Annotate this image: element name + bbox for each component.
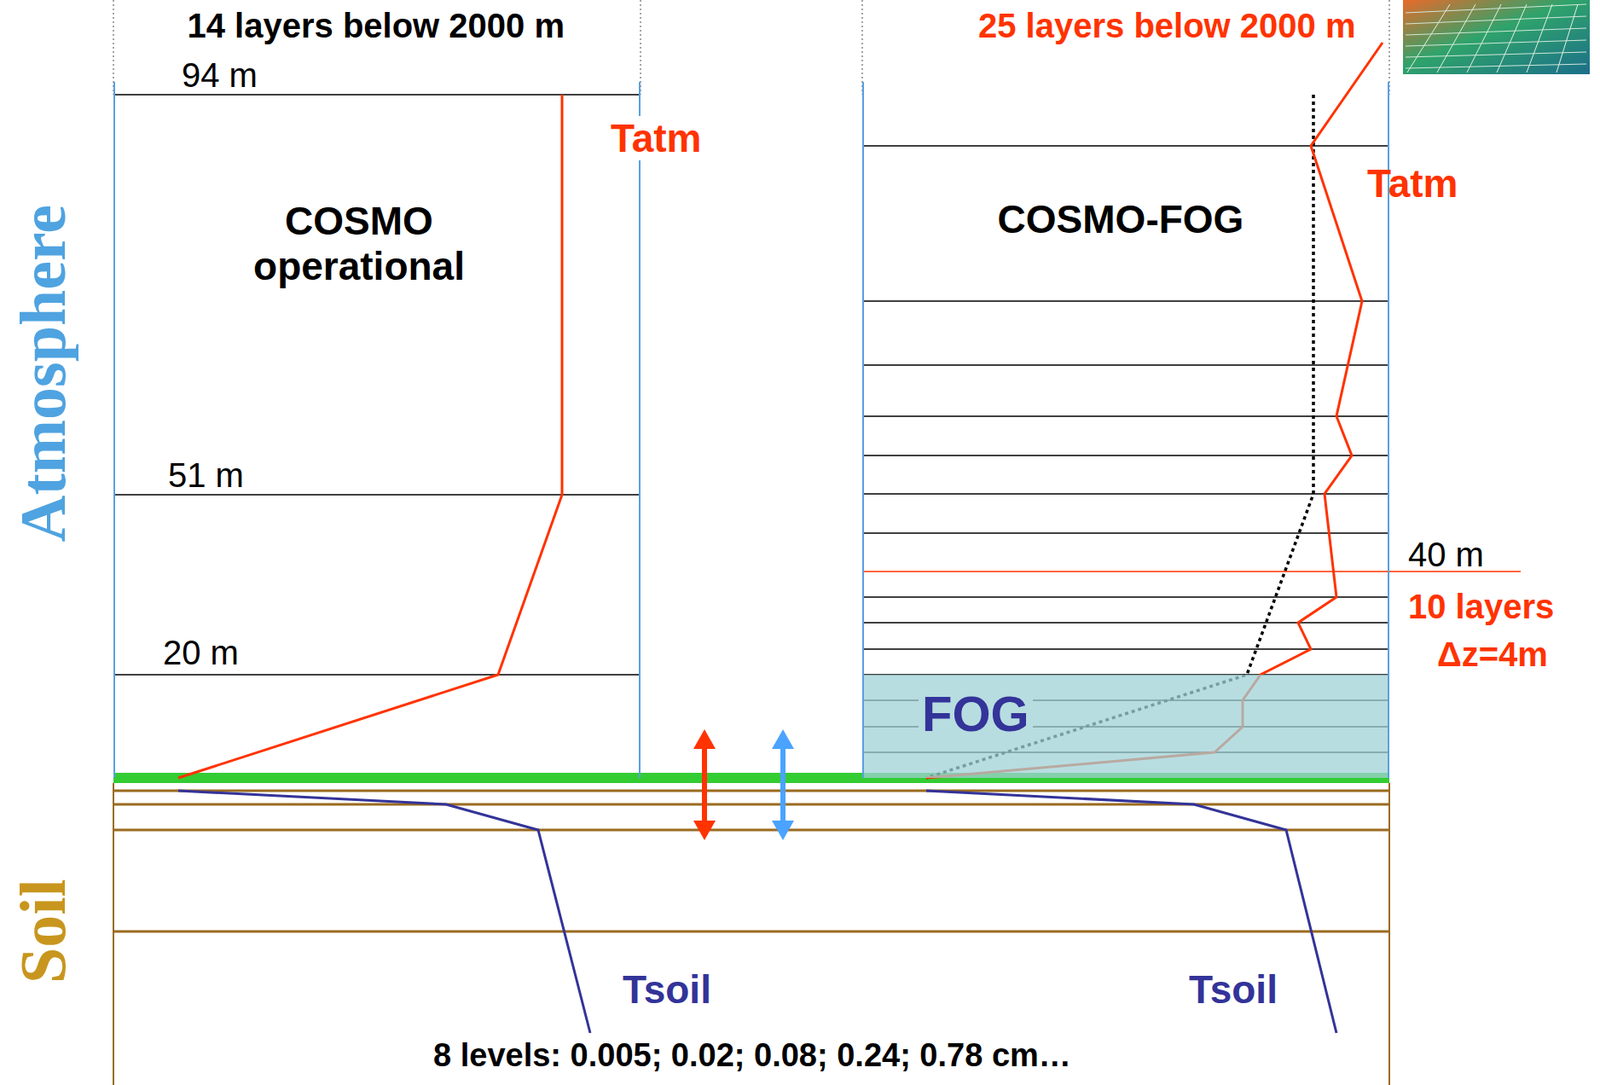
logo-image-detail xyxy=(1466,4,1502,73)
node-title: COSMO-FOG xyxy=(997,197,1245,243)
height-label: 40 m xyxy=(1408,534,1485,574)
soil-layer-line xyxy=(113,828,1390,832)
logo-image-detail xyxy=(1407,4,1450,73)
model-layer-line xyxy=(862,596,1390,598)
layer-note: 10 layers xyxy=(1408,586,1554,627)
soil-border xyxy=(1388,782,1391,1085)
fog-layer-band: FOG xyxy=(863,674,1388,778)
height-label: 51 m xyxy=(168,455,244,495)
height-label: 20 m xyxy=(162,632,239,673)
logo-image-detail xyxy=(1405,40,1587,47)
header-divider xyxy=(1388,0,1391,95)
atmosphere-temperature-profile xyxy=(178,94,563,778)
soil-temperature-profile xyxy=(178,790,591,1033)
model-layer-line xyxy=(862,492,1390,495)
model-layer-line xyxy=(862,300,1390,302)
temperature-label: Tsoil xyxy=(622,967,712,1013)
temperature-label: Tsoil xyxy=(1188,967,1278,1013)
logo-image-detail xyxy=(1437,4,1476,73)
logo-image-detail xyxy=(1556,4,1578,73)
logo-image-detail xyxy=(1526,4,1553,73)
header-divider xyxy=(112,0,115,95)
soil-temperature-profile xyxy=(926,790,1337,1033)
model-panel: COSMO operational xyxy=(113,81,641,778)
heat-flux-arrow-head xyxy=(693,820,716,841)
region-label: Soil xyxy=(5,878,80,984)
logo-image-detail xyxy=(1405,52,1587,58)
header-divider xyxy=(861,0,864,95)
moisture-flux-arrow-head xyxy=(771,729,795,749)
layer-spacing: Δz=4m xyxy=(1437,634,1548,674)
soil-border xyxy=(112,782,115,1085)
moisture-flux-arrow xyxy=(780,743,786,826)
logo-image xyxy=(1402,0,1590,75)
logo-image-detail xyxy=(1405,63,1587,69)
model-layer-line xyxy=(862,532,1390,534)
logo-image-detail xyxy=(1405,4,1587,13)
node-title: COSMO operational xyxy=(235,198,483,290)
temperature-label: Tatm xyxy=(1367,161,1459,207)
layer-count-heading: 25 layers below 2000 m xyxy=(978,5,1357,46)
height-label: 94 m xyxy=(181,55,258,95)
model-layer-line xyxy=(862,415,1390,418)
soil-layer-line xyxy=(113,789,1390,793)
soil-levels-note: 8 levels: 0.005; 0.02; 0.08; 0.24; 0.78 … xyxy=(433,1037,1072,1075)
model-layer-line xyxy=(862,454,1390,457)
model-layer-line xyxy=(862,364,1390,366)
logo-image-detail xyxy=(1405,16,1587,24)
heat-flux-arrow-head xyxy=(693,729,716,749)
model-panel: FOG COSMO-FOG xyxy=(862,81,1390,778)
node-title: FOG xyxy=(918,685,1033,743)
model-layer-line xyxy=(113,673,641,676)
logo-image-detail xyxy=(1496,4,1527,73)
logo-image-detail xyxy=(1405,28,1587,35)
temperature-label: Tatm xyxy=(608,115,705,162)
region-label: Atmosphere xyxy=(5,203,81,541)
atmosphere-temperature-profile xyxy=(926,42,1383,778)
heat-flux-arrow xyxy=(701,743,708,826)
soil-layer-line xyxy=(113,930,1390,934)
layer-count-heading: 14 layers below 2000 m xyxy=(187,5,566,46)
model-layer-line xyxy=(862,621,1390,624)
header-divider xyxy=(639,0,642,95)
moisture-flux-arrow-head xyxy=(771,820,795,841)
